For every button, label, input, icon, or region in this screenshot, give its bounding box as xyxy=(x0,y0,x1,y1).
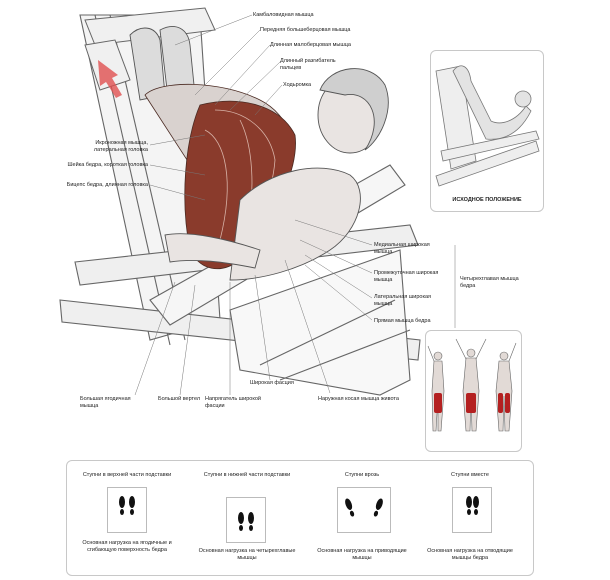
label-quadriceps: Четырехглавая мышца бедра xyxy=(460,276,519,289)
label-greater-trochanter: Большой вертел xyxy=(158,396,201,402)
label-gastrocnemius-lateral: Икроножная мышца, латеральная головка xyxy=(93,140,148,153)
anatomy-figures xyxy=(427,338,517,432)
foot-platform xyxy=(84,7,216,91)
label-vastus-lateralis: Латеральная широкая мышца xyxy=(374,294,432,307)
torso xyxy=(164,68,389,281)
label-fascia-lata: Широкая фасция xyxy=(250,380,294,386)
label-external-oblique: Наружная косая мышца живота xyxy=(318,396,399,402)
footprints-icon xyxy=(466,496,479,515)
foot-position-2-caption: Основная нагрузка на четырехглавые мышцы xyxy=(198,548,296,561)
foot-position-1-title: Ступни в верхней части подставки xyxy=(82,472,172,478)
foot-position-3-box xyxy=(337,487,391,533)
footprints-icon xyxy=(238,512,254,531)
anatomy-figures-panel xyxy=(425,330,522,452)
foot-position-4-title: Ступни вместе xyxy=(451,472,489,478)
foot-position-4-caption: Основная нагрузка на отводящие мышцы бед… xyxy=(427,548,513,561)
start-position-panel: ИСХОДНОЕ ПОЛОЖЕНИЕ xyxy=(430,50,544,212)
start-position-label: ИСХОДНОЕ ПОЛОЖЕНИЕ xyxy=(452,197,522,203)
foot-position-4-box xyxy=(452,487,492,533)
shoes xyxy=(129,26,196,101)
label-biceps-long: Бицепс бедра, длинная головка xyxy=(66,182,148,188)
push-arrow xyxy=(98,60,122,98)
foot-position-1-box xyxy=(107,487,147,533)
label-rectus-femoris: Прямая мышца бедра xyxy=(374,318,431,324)
label-soleus: Камбаловидная мышца xyxy=(253,12,314,18)
label-tibialis-anterior: Передняя большеберцовая мышца xyxy=(260,27,351,33)
start-position-figure xyxy=(435,65,540,187)
label-top-5: Ходьромка xyxy=(283,82,312,88)
label-vastus-intermedius: Промежуточная широкая мышца xyxy=(374,270,439,283)
legs xyxy=(144,83,296,269)
foot-position-2-title: Ступни в нижней части подставки xyxy=(203,472,291,478)
foot-position-3-caption: Основная нагрузка на приводящие мышцы xyxy=(317,548,407,561)
label-vastus-medialis: Медиальная широкая мышца xyxy=(374,242,430,255)
label-biceps-short: Шейка бедра, короткая головка xyxy=(67,162,149,168)
footprints-icon xyxy=(345,498,383,517)
footprints-icon xyxy=(119,496,135,515)
foot-position-2-box xyxy=(226,497,266,543)
foot-position-3-title: Ступни врозь xyxy=(344,472,380,478)
leader-lines xyxy=(134,14,456,396)
label-peroneus-longus: Длинная малоберцовая мышца xyxy=(270,42,351,48)
label-gluteus-maximus: Большая ягодичная мышца xyxy=(80,396,131,409)
foot-position-1-caption: Основная нагрузка на ягодичные и сгибающ… xyxy=(82,540,172,553)
label-tensor-fasciae: Напрягатель широкой фасции xyxy=(205,396,261,409)
label-extensor-digitorum: Длинный разгибатель пальцев xyxy=(280,58,336,71)
